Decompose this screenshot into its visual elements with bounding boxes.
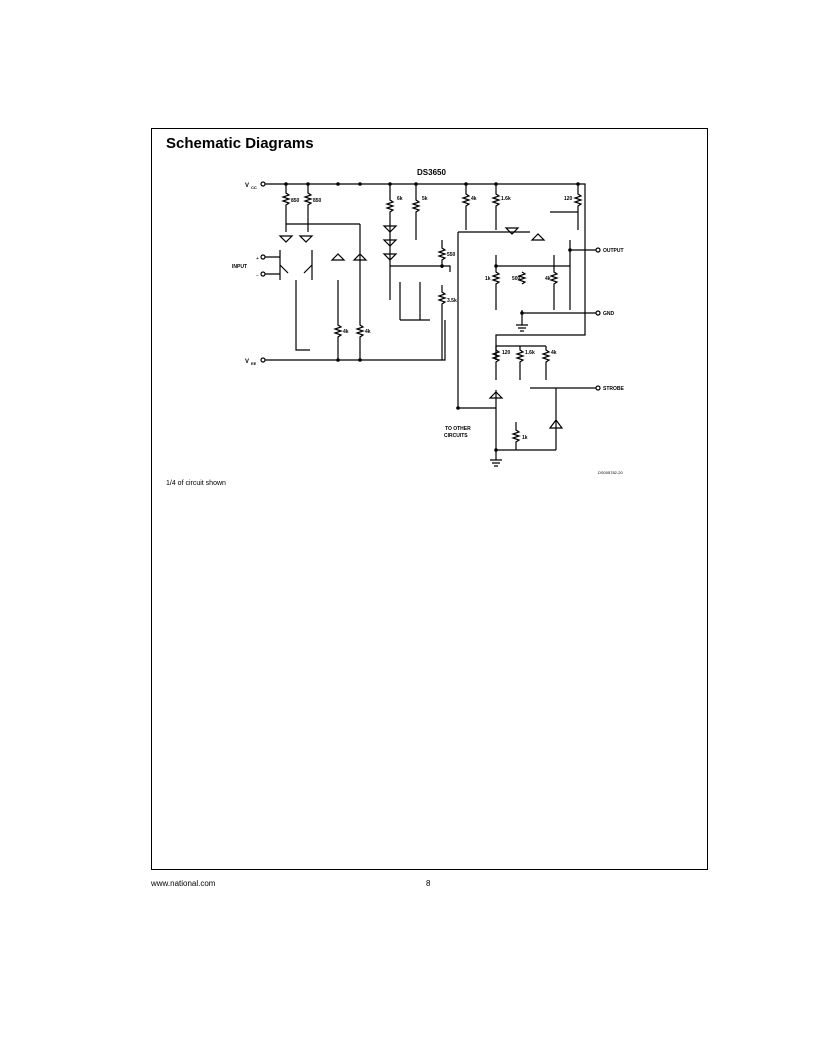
resistor-4k-left-a (333, 280, 343, 360)
vcc-label: V (245, 183, 249, 189)
resistor-500-label: 500 (512, 276, 521, 282)
input-diodes (278, 235, 314, 243)
gnd-pin (595, 310, 601, 316)
to-other-circuits-line1: TO OTHER (445, 426, 471, 432)
strobe-diode (488, 391, 504, 399)
resistor-6k-label: 6k (397, 196, 403, 202)
resistor-1-6k-bot-label: 1.6k (525, 350, 535, 356)
resistor-5k (411, 184, 421, 240)
resistor-5k-label: 5k (422, 196, 428, 202)
diode-stack (382, 225, 398, 261)
resistor-3-5k (437, 285, 447, 360)
resistor-120-top (573, 184, 583, 230)
output-label: OUTPUT (603, 248, 624, 254)
schematic-diagram: DS3650 V CC V EE 850 850 INPUT + − 4k 4k… (232, 168, 625, 475)
vee-label: V (245, 359, 249, 365)
input-minus-pin (260, 271, 266, 277)
resistor-4k-left-b (355, 224, 365, 360)
resistor-4k-top (461, 184, 471, 230)
resistor-1-6k-top-label: 1.6k (501, 196, 511, 202)
resistor-4k-mid-label: 4k (545, 276, 551, 282)
output-pin (595, 247, 601, 253)
resistor-4k-top-label: 4k (471, 196, 477, 202)
resistor-1k-mid (491, 255, 501, 310)
page-number: 8 (426, 879, 431, 888)
input-plus-label: + (256, 256, 259, 262)
vee-label-sub: EE (251, 361, 257, 366)
resistor-1k-bot (511, 422, 521, 450)
to-other-circuits-line2: CIRCUITS (444, 433, 468, 439)
resistor-1-6k-bot (515, 346, 525, 380)
vcc-label-sub: CC (251, 185, 257, 190)
strobe-zener (548, 388, 564, 450)
input-transistors (265, 250, 313, 280)
input-label: INPUT (232, 264, 247, 270)
resistor-550 (437, 240, 447, 268)
resistor-4k-mid (549, 255, 559, 310)
resistor-4k-bot (541, 346, 551, 380)
gnd-label: GND (603, 311, 615, 317)
schematic-ref-code: DS005782-20 (598, 470, 623, 475)
resistor-550-label: 550 (447, 252, 456, 258)
ground-symbol-mid (516, 310, 528, 332)
footer-url[interactable]: www.national.com (151, 879, 216, 888)
vcc-pin (260, 181, 266, 187)
resistor-6k (385, 184, 395, 300)
resistor-850b (303, 184, 313, 232)
section-title: Schematic Diagrams (166, 135, 314, 152)
strobe-label: STROBE (603, 386, 625, 392)
resistor-1-6k-top (491, 184, 501, 230)
resistor-120-bot (491, 346, 501, 380)
schematic-caption: 1/4 of circuit shown (166, 480, 226, 487)
input-minus-label: − (256, 273, 259, 279)
vee-pin (260, 357, 266, 363)
ground-symbol-bot (490, 390, 556, 467)
strobe-pin (595, 385, 601, 391)
junction-dots (284, 182, 580, 452)
resistor-3-5k-label: 3.5k (447, 298, 457, 304)
resistor-120-top-label: 120 (564, 196, 573, 202)
resistor-500 (517, 271, 527, 285)
resistor-4k-bot-label: 4k (551, 350, 557, 356)
vcc-rail (265, 183, 586, 200)
content-frame (151, 128, 708, 870)
resistor-1k-bot-label: 1k (522, 435, 528, 441)
mid-transistors (399, 282, 430, 321)
output-diodes (504, 227, 546, 241)
resistor-4k-left-b-label: 4k (365, 329, 371, 335)
resistor-850a-label: 850 (291, 198, 300, 204)
zener-diodes (330, 253, 368, 261)
vee-rail (265, 320, 446, 361)
resistor-850a (281, 184, 291, 232)
resistor-4k-left-a-label: 4k (343, 329, 349, 335)
schematic-title: DS3650 (417, 168, 446, 177)
resistor-1k-mid-label: 1k (485, 276, 491, 282)
resistor-120-bot-label: 120 (502, 350, 511, 356)
resistor-850b-label: 850 (313, 198, 322, 204)
input-plus-pin (260, 254, 266, 260)
